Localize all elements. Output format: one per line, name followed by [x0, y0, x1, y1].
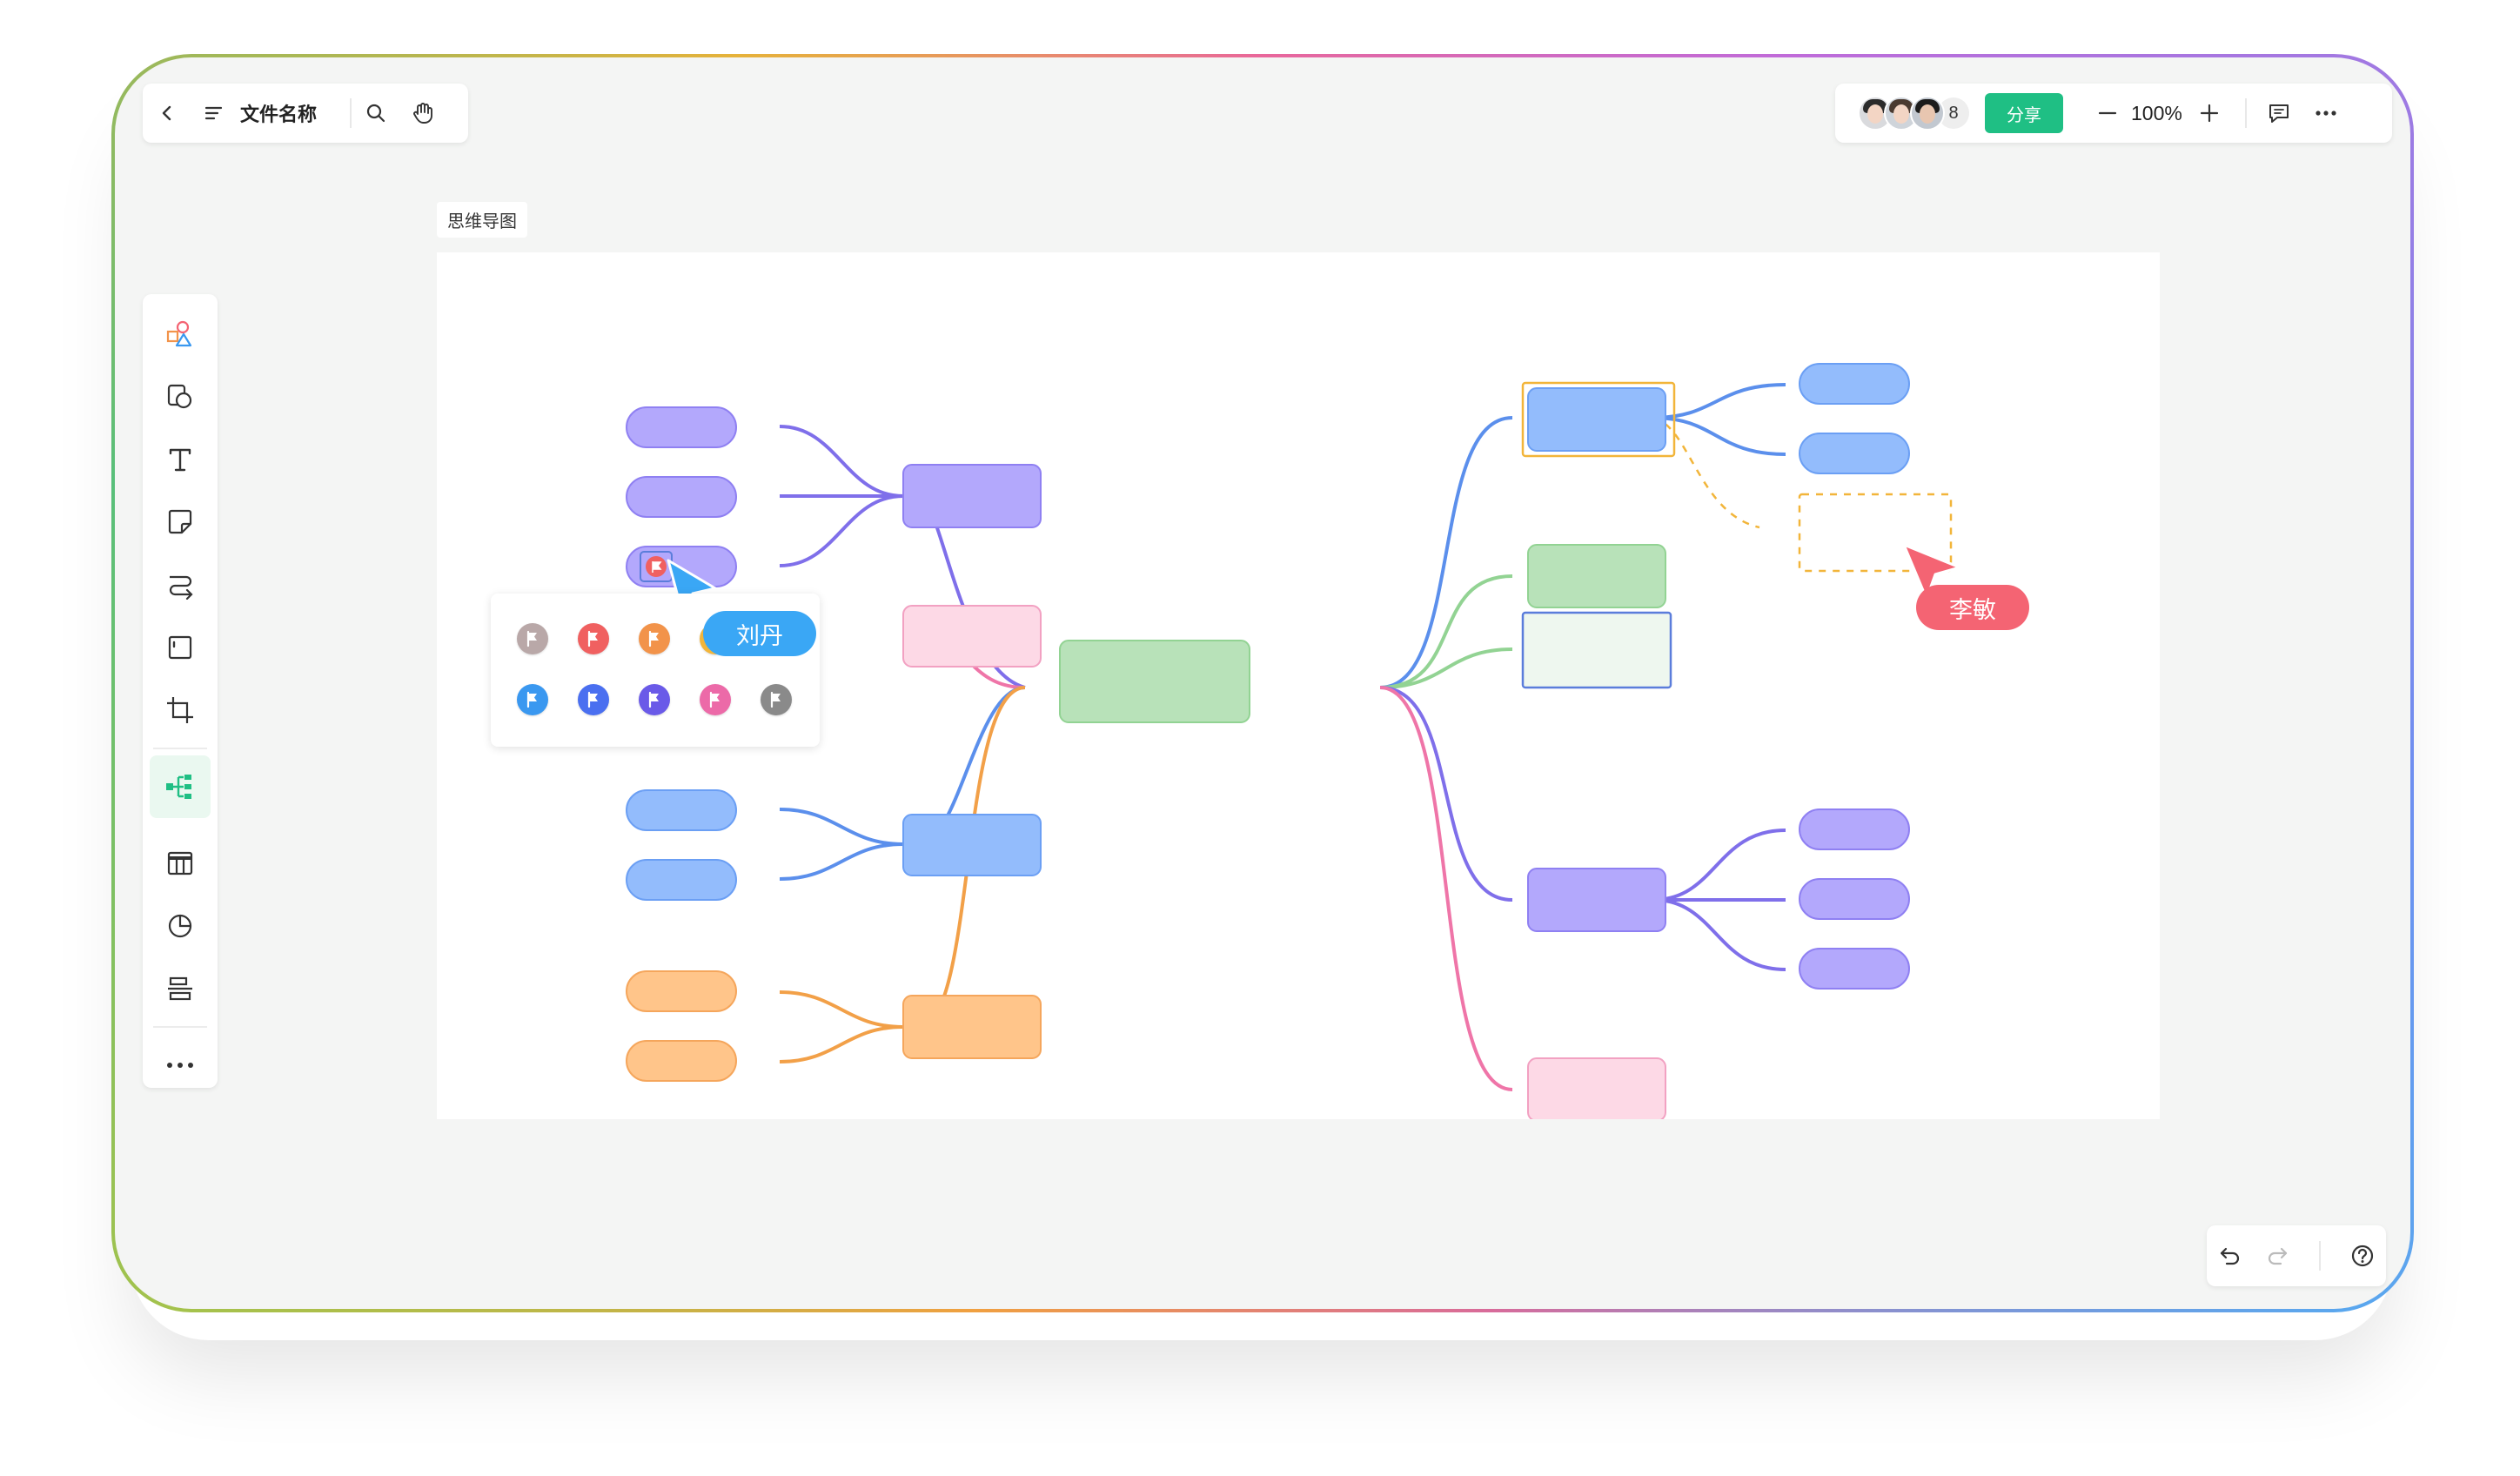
- mindmap-node: [902, 814, 1042, 876]
- help-icon[interactable]: [2350, 1244, 2375, 1268]
- connector: [1379, 647, 1513, 689]
- mindmap-node: [1799, 433, 1910, 474]
- flag-option-icon[interactable]: [761, 684, 792, 715]
- shape-library-icon[interactable]: [143, 366, 218, 428]
- flag-option-icon[interactable]: [639, 684, 670, 715]
- selection-box: [1521, 381, 1676, 458]
- flag-option-icon[interactable]: [578, 684, 609, 715]
- align-icon[interactable]: [143, 957, 218, 1020]
- mindmap-node: [1527, 1057, 1666, 1122]
- more-icon[interactable]: [2308, 95, 2344, 131]
- mindmap-node: [1799, 948, 1910, 990]
- divider: [153, 1026, 207, 1028]
- cursor-arrow: [1902, 543, 1961, 600]
- divider: [2319, 1241, 2321, 1271]
- left-toolbar: [143, 294, 218, 1088]
- comment-icon[interactable]: [2261, 95, 2297, 131]
- connector: [1379, 416, 1513, 689]
- collaborator-avatars[interactable]: 8: [1858, 96, 1969, 131]
- connector: [1379, 686, 1513, 1091]
- search-icon[interactable]: [359, 96, 393, 131]
- mindmap-node: [1527, 868, 1666, 932]
- mindmap-node: [626, 476, 737, 518]
- mindmap-node: [1799, 808, 1910, 850]
- connector: [1652, 898, 1786, 971]
- table-icon[interactable]: [143, 832, 218, 895]
- mindmap-node: [1527, 544, 1666, 608]
- flag-option-icon[interactable]: [700, 684, 731, 715]
- avatar[interactable]: [1910, 96, 1945, 131]
- more-icon[interactable]: [143, 1034, 218, 1097]
- avatar[interactable]: [1858, 96, 1893, 131]
- connector: [1379, 574, 1513, 689]
- zoom-level[interactable]: 100%: [2131, 101, 2182, 124]
- sticky-note-icon[interactable]: [143, 491, 218, 554]
- divider: [2244, 98, 2247, 128]
- mindmap-icon[interactable]: [150, 755, 211, 818]
- connector: [1379, 686, 1513, 902]
- hand-icon[interactable]: [405, 96, 440, 131]
- divider: [153, 748, 207, 749]
- mindmap-node: [1527, 387, 1666, 452]
- connector: [779, 494, 904, 567]
- mindmap-node: [1799, 363, 1910, 405]
- node-group-right: [1521, 363, 1953, 1122]
- mindmap-node: [902, 605, 1042, 668]
- mindmap-node: [902, 464, 1042, 528]
- mindmap-canvas[interactable]: 刘丹 李敏: [437, 252, 2160, 1122]
- connector: [779, 808, 904, 846]
- connector: [779, 842, 904, 881]
- text-icon[interactable]: [143, 428, 218, 491]
- mindmap-node: [1059, 640, 1250, 723]
- connector: [1652, 829, 1786, 902]
- mindmap-node: [626, 1040, 737, 1082]
- connector-icon[interactable]: [143, 554, 218, 616]
- flag-option-icon[interactable]: [517, 684, 548, 715]
- history-toolbar: [2207, 1225, 2386, 1286]
- whiteboard-app: 文件名称 8 分享 100%: [115, 57, 2410, 1309]
- connector: [779, 990, 904, 1029]
- list-icon[interactable]: [197, 96, 231, 131]
- mindmap-node: [626, 859, 737, 901]
- connector: [779, 425, 904, 498]
- connector: [779, 1025, 904, 1063]
- divider: [350, 98, 352, 128]
- file-title[interactable]: 文件名称: [240, 104, 318, 125]
- user-cursor-label: 刘丹: [703, 611, 816, 656]
- mindmap-node: [1799, 878, 1910, 920]
- mindmap-node: [902, 995, 1042, 1059]
- crop-icon[interactable]: [143, 679, 218, 741]
- zoom-in-button[interactable]: [2191, 95, 2228, 131]
- share-button[interactable]: 分享: [1985, 93, 2063, 133]
- flag-option-icon[interactable]: [517, 623, 548, 654]
- mindmap-node: [626, 789, 737, 831]
- chart-icon[interactable]: [143, 895, 218, 957]
- flag-option-icon[interactable]: [639, 623, 670, 654]
- chevron-left-icon[interactable]: [150, 96, 184, 131]
- collaborator-count[interactable]: 8: [1938, 97, 1969, 129]
- connector: [1652, 416, 1760, 529]
- node-group-left: [626, 406, 1250, 1082]
- top-right-toolbar: 8 分享 100%: [1835, 84, 2392, 143]
- connector: [1652, 383, 1786, 419]
- canvas-label[interactable]: 思维导图: [437, 202, 527, 238]
- mindmap-node-editing: [1521, 611, 1672, 689]
- top-left-toolbar: 文件名称: [143, 84, 468, 143]
- frame-icon[interactable]: [143, 616, 218, 679]
- mindmap-node: [626, 406, 737, 448]
- connector: [1652, 416, 1786, 456]
- undo-icon[interactable]: [2218, 1244, 2242, 1268]
- placeholder-node: [1798, 493, 1953, 573]
- device-frame: 文件名称 8 分享 100%: [111, 54, 2414, 1312]
- mindmap-node: [626, 970, 737, 1012]
- divider: [153, 824, 207, 826]
- flag-option-icon[interactable]: [578, 623, 609, 654]
- user-cursor-label: 李敏: [1916, 585, 2029, 630]
- zoom-out-button[interactable]: [2089, 95, 2126, 131]
- shapes-icon[interactable]: [143, 303, 218, 366]
- redo-icon[interactable]: [2265, 1244, 2289, 1268]
